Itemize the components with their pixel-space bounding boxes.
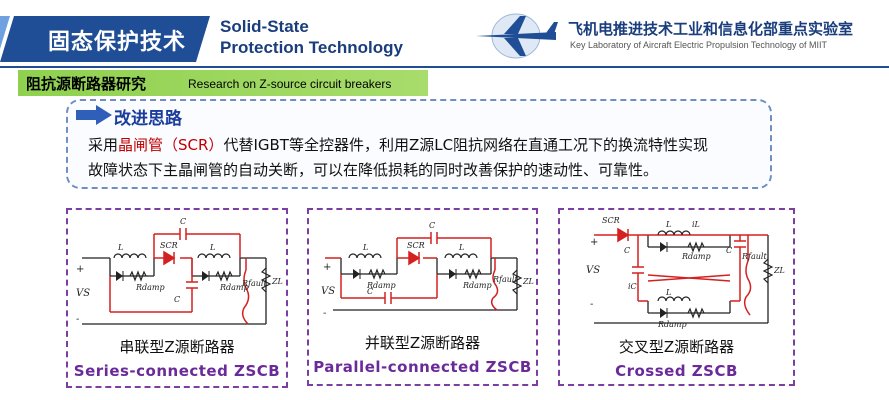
panel-crossed-zscb xyxy=(558,208,795,386)
parallel-label-Rfault: Rfault xyxy=(492,275,518,284)
crossed-label-C-left: C xyxy=(624,246,630,255)
crossed-label-L2: L xyxy=(665,288,671,297)
series-label-plus: + xyxy=(76,264,84,275)
crossed-label-C-right: C xyxy=(726,246,732,255)
crossed-label-SCR: SCR xyxy=(602,216,620,225)
header-title-en-line2: Protection Technology xyxy=(220,38,403,57)
crossed-label-L: L xyxy=(665,220,671,229)
panel-parallel-zscb xyxy=(307,208,538,386)
series-label-Rdamp: Rdamp xyxy=(135,283,165,292)
crossed-label-plus: + xyxy=(590,237,598,248)
idea-title: 改进思路 xyxy=(114,109,182,129)
crossed-caption-cn: 交叉型Z源断路器 xyxy=(618,338,735,356)
parallel-label-Rdamp2: Rdamp xyxy=(462,281,492,290)
crossed-label-ZL: ZL xyxy=(773,266,785,275)
series-label-Rdamp2: Rdamp xyxy=(219,283,249,292)
crossed-label-Rdamp: Rdamp xyxy=(681,252,711,261)
lab-logo xyxy=(476,13,558,59)
series-label-VS: VS xyxy=(76,288,90,299)
lab-name-cn: 飞机电推进技术工业和信息化部重点实验室 xyxy=(568,20,854,38)
crossed-label-Rfault: Rfault xyxy=(741,252,767,261)
crossed-label-Rdamp2: Rdamp xyxy=(657,320,687,329)
crossed-label-VS: VS xyxy=(586,265,600,276)
series-label-C-bottom: C xyxy=(174,295,180,304)
section-title-bar xyxy=(18,70,428,96)
section-title-cn: 阻抗源断路器研究 xyxy=(26,75,147,93)
series-caption-en: Series-connected ZSCB xyxy=(73,362,281,380)
lab-name-en: Key Laboratory of Aircraft Electric Prop… xyxy=(570,40,827,50)
header-title-cn: 固态保护技术 xyxy=(48,30,187,55)
arrow-icon xyxy=(76,105,112,125)
parallel-label-plus: + xyxy=(323,262,331,273)
idea-text-post: 代替IGBT等全控器件，利用Z源LC阻抗网络在直通工况下的换流特性实现 xyxy=(223,136,709,154)
parallel-label-C-bottom: C xyxy=(367,287,373,296)
header-divider xyxy=(0,66,889,68)
idea-text-line2: 故障状态下主晶闸管的自动关断，可以在降低损耗的同时改善保护的速动性、可靠性。 xyxy=(88,161,659,179)
section-title-en: Research on Z-source circuit breakers xyxy=(188,77,392,91)
parallel-label-minus: - xyxy=(323,308,327,319)
panel-series-zscb xyxy=(66,208,288,388)
idea-text-highlight: 晶闸管（SCR） xyxy=(118,136,224,154)
parallel-label-VS: VS xyxy=(321,286,335,297)
crossed-zscb-circuit: SCR L iL L C C iC Rdamp Rdamp Rfault ZL … xyxy=(586,216,785,329)
series-label-minus: - xyxy=(76,314,80,325)
improvement-idea-box xyxy=(66,99,772,189)
parallel-label-ZL: ZL xyxy=(522,277,534,286)
crossed-label-iC: iC xyxy=(628,282,637,291)
parallel-label-L: L xyxy=(362,243,368,252)
idea-text-line1: 采用晶闸管（SCR）代替IGBT等全控器件，利用Z源LC阻抗网络在直通工况下的换… xyxy=(88,134,708,155)
idea-text-pre: 采用 xyxy=(88,136,119,154)
series-label-C-top: C xyxy=(180,217,186,226)
parallel-caption-en: Parallel-connected ZSCB xyxy=(313,358,532,376)
series-label-Rfault: Rfault xyxy=(241,279,267,288)
parallel-label-C-top: C xyxy=(429,221,435,230)
series-label-L2: L xyxy=(209,243,215,252)
series-label-L: L xyxy=(117,243,123,252)
parallel-caption-cn: 并联型Z源断路器 xyxy=(364,334,481,352)
header-title-banner xyxy=(0,16,210,62)
parallel-label-SCR: SCR xyxy=(407,241,425,250)
crossed-label-iL: iL xyxy=(692,220,700,229)
series-label-SCR: SCR xyxy=(160,241,178,250)
crossed-label-minus: - xyxy=(590,299,594,310)
series-zscb-circuit: L L C C SCR Rdamp Rdamp Rfault ZL VS + - xyxy=(76,217,283,325)
parallel-label-Rdamp: Rdamp xyxy=(366,281,396,290)
crossed-caption-en: Crossed ZSCB xyxy=(615,362,738,380)
series-label-ZL: ZL xyxy=(271,277,283,286)
series-caption-cn: 串联型Z源断路器 xyxy=(119,338,235,356)
header-title-en-line1: Solid-State xyxy=(220,17,309,36)
parallel-zscb-circuit: L L C C SCR Rdamp Rdamp Rfault ZL VS + - xyxy=(321,221,534,319)
parallel-label-L2: L xyxy=(458,243,464,252)
